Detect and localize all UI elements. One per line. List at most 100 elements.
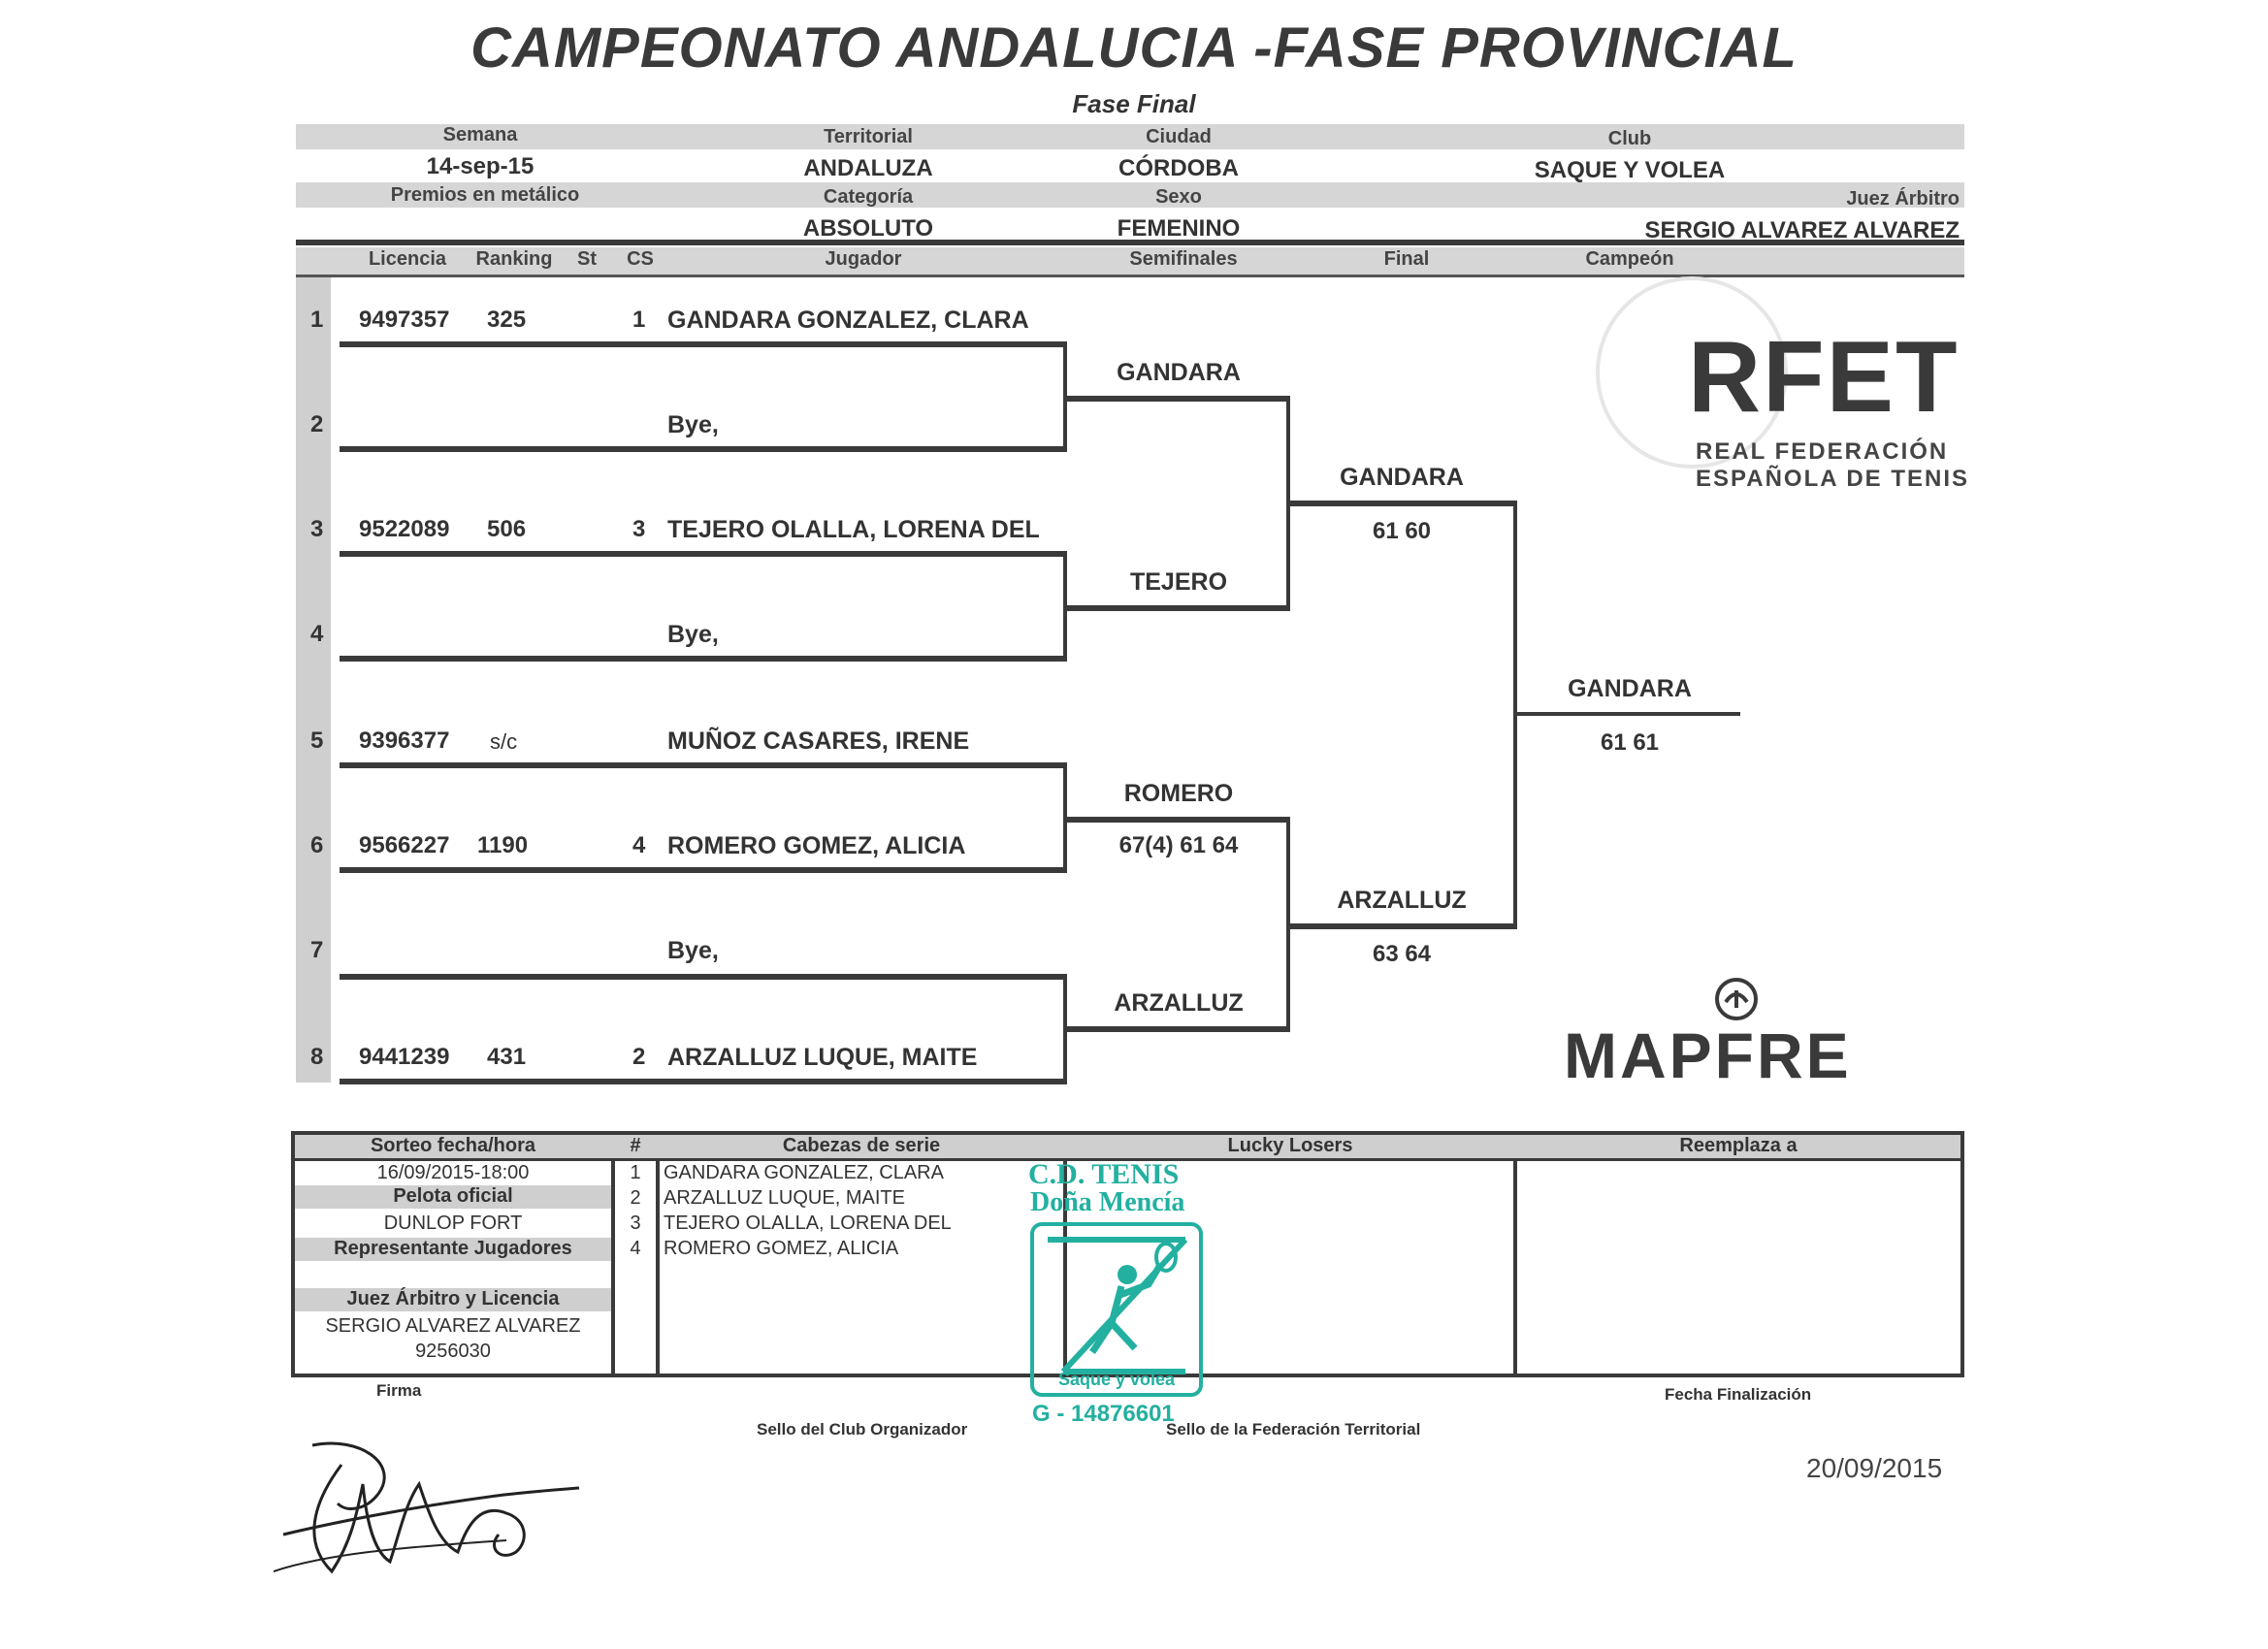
draw-player: GANDARA GONZALEZ, CLARA <box>667 307 1029 334</box>
table-divider <box>611 1131 615 1377</box>
table-divider <box>1513 1131 1517 1377</box>
sorteo-value: 16/09/2015-18:00 <box>376 1162 530 1183</box>
header-band-2 <box>296 182 1964 208</box>
mapfre-emblem-icon <box>1714 977 1759 1021</box>
categoria-label: Categoría <box>823 186 914 208</box>
rfet-logo-text: RFET <box>1688 321 1960 434</box>
lucky-losers-label: Lucky Losers <box>1227 1135 1353 1156</box>
bracket-line <box>1513 501 1517 927</box>
draw-player: Bye, <box>667 937 719 964</box>
stamp-code: G - 14876601 <box>1032 1401 1175 1427</box>
sexo-value: FEMENINO <box>1117 215 1241 242</box>
bracket-line <box>340 1079 1067 1084</box>
juez-licencia-label: Juez Árbitro y Licencia <box>346 1288 560 1310</box>
sexo-label: Sexo <box>1155 186 1202 208</box>
stamp-emblem <box>1030 1222 1203 1397</box>
territorial-label: Territorial <box>824 126 913 147</box>
mapfre-logo-text: MAPFRE <box>1564 1019 1852 1091</box>
juez-name: SERGIO ALVAREZ ALVAREZ <box>325 1315 581 1337</box>
draw-cs: 3 <box>632 516 646 542</box>
col-ranking: Ranking <box>475 248 553 270</box>
bracket-line <box>1517 712 1740 716</box>
draw-ranking: 325 <box>487 307 527 333</box>
table-divider <box>656 1131 660 1377</box>
draw-pos: 2 <box>310 411 324 437</box>
seed-name: TEJERO OLALLA, LORENA DEL <box>664 1212 952 1234</box>
label-band <box>295 1288 611 1311</box>
juez-label: Juez Árbitro <box>1846 188 1960 210</box>
fecha-finalizacion-label: Fecha Finalización <box>1665 1385 1812 1404</box>
semifinal-name: TEJERO <box>1129 568 1228 596</box>
signature <box>273 1426 584 1581</box>
col-semifinales: Semifinales <box>1129 248 1238 270</box>
draw-ranking: s/c <box>490 729 518 754</box>
representante-label: Representante Jugadores <box>334 1238 572 1259</box>
final-score: 61 60 <box>1372 518 1432 544</box>
bottom-table-header <box>295 1135 1960 1158</box>
pelota-value: DUNLOP FORT <box>383 1212 523 1234</box>
rfet-logo-line1: REAL FEDERACIÓN <box>1696 438 1949 465</box>
draw-pos: 7 <box>310 937 324 963</box>
tennis-player-icon <box>1048 1237 1188 1374</box>
draw-pos: 8 <box>310 1044 324 1070</box>
index-strip <box>296 277 331 1083</box>
club-label: Club <box>1607 128 1652 149</box>
bottom-table <box>291 1131 1964 1377</box>
sello-federacion-label: Sello de la Federación Territorial <box>1166 1420 1421 1439</box>
semifinal-name: ARZALLUZ <box>1114 989 1244 1017</box>
bracket-line <box>1286 396 1290 611</box>
draw-ranking: 506 <box>487 516 527 542</box>
bracket-line <box>1290 923 1517 929</box>
club-value: SAQUE Y VOLEA <box>1534 157 1726 183</box>
seed-number: 3 <box>630 1212 641 1234</box>
pelota-label: Pelota oficial <box>393 1185 513 1207</box>
semana-label: Semana <box>442 124 518 146</box>
champion-name: GANDARA <box>1568 675 1692 702</box>
bracket-line <box>1067 605 1290 611</box>
table-divider <box>1063 1131 1067 1377</box>
bracket-line <box>1067 396 1290 402</box>
bracket-line <box>340 656 1067 662</box>
col-jugador: Jugador <box>825 248 902 270</box>
stamp-line1: C.D. TENIS <box>1028 1158 1180 1190</box>
draw-player: Bye, <box>667 621 719 648</box>
bracket-line <box>1063 762 1067 873</box>
categoria-value: ABSOLUTO <box>802 215 934 242</box>
seed-name: ARZALLUZ LUQUE, MAITE <box>664 1187 905 1209</box>
seed-name: ROMERO GOMEZ, ALICIA <box>664 1238 899 1259</box>
draw-pos: 1 <box>310 307 324 333</box>
bracket-line <box>340 446 1067 452</box>
bracket-line <box>1063 551 1067 662</box>
bracket-line <box>1063 974 1067 1084</box>
final-score: 63 64 <box>1372 941 1432 967</box>
col-campeon: Campeón <box>1585 248 1674 270</box>
juez-licencia: 9256030 <box>415 1341 491 1362</box>
bracket-line <box>340 551 1067 557</box>
col-final: Final <box>1383 248 1430 270</box>
draw-licencia: 9441239 <box>359 1044 450 1070</box>
hash-label: # <box>630 1135 641 1156</box>
bracket-line <box>1286 817 1290 1032</box>
juez-value: SERGIO ALVAREZ ALVAREZ <box>1644 217 1960 243</box>
draw-licencia: 9566227 <box>359 832 450 858</box>
premios-label: Premios en metálico <box>390 184 580 206</box>
col-cs: CS <box>627 248 654 270</box>
draw-cs: 2 <box>632 1044 646 1070</box>
draw-pos: 6 <box>310 832 324 858</box>
ciudad-label: Ciudad <box>1146 126 1212 147</box>
draw-pos: 5 <box>310 728 324 754</box>
draw-player: MUÑOZ CASARES, IRENE <box>667 728 970 755</box>
territorial-value: ANDALUZA <box>803 155 933 181</box>
header-band-1 <box>296 124 1964 149</box>
column-header-band <box>296 247 1964 275</box>
bracket-line <box>1067 1026 1290 1032</box>
draw-ranking: 1190 <box>477 832 529 858</box>
draw-pos: 3 <box>310 516 324 542</box>
bracket-line <box>1067 817 1290 823</box>
bracket-line <box>1290 501 1517 506</box>
draw-licencia: 9396377 <box>359 728 450 754</box>
bracket-line <box>1063 341 1067 452</box>
semifinal-name: GANDARA <box>1117 359 1241 386</box>
label-band <box>295 1238 611 1261</box>
sello-club-label: Sello del Club Organizador <box>757 1420 968 1439</box>
